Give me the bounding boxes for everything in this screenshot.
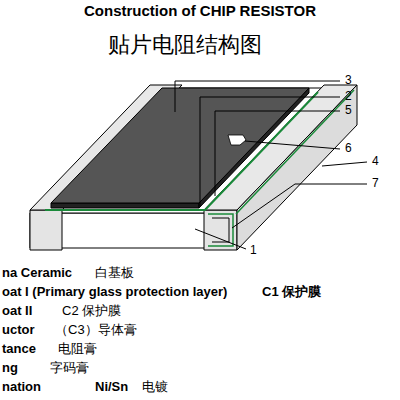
legend-text: 白基板 bbox=[95, 266, 134, 281]
legend-text: Ni/Sn bbox=[95, 380, 128, 395]
leader-line bbox=[322, 162, 367, 166]
legend-text: （C3）导体膏 bbox=[55, 323, 137, 338]
callout-number: 4 bbox=[372, 155, 379, 169]
legend-text: C2 保护膜 bbox=[62, 304, 121, 319]
legend-text: oat II bbox=[2, 304, 32, 319]
leader-line bbox=[200, 97, 340, 206]
legend-text: 电阻膏 bbox=[58, 342, 97, 357]
legend-text: na Ceramic bbox=[2, 266, 72, 281]
leader-line bbox=[195, 229, 246, 249]
left-termination-front bbox=[30, 210, 62, 250]
callout-number: 6 bbox=[345, 142, 352, 156]
legend-text: uctor bbox=[2, 323, 35, 338]
legend-text: tance bbox=[2, 342, 36, 357]
legend-text: C1 保护膜 bbox=[262, 285, 321, 300]
callout-number: 3 bbox=[345, 74, 352, 88]
legend-text: 电镀 bbox=[142, 380, 168, 395]
plating-layer bbox=[212, 218, 229, 242]
leader-line bbox=[215, 111, 340, 196]
title: Construction of CHIP RESISTOR bbox=[84, 2, 316, 19]
callout-number: 5 bbox=[345, 104, 352, 118]
legend-text: nation bbox=[2, 380, 41, 395]
legend-text: 字码膏 bbox=[50, 361, 89, 376]
callout-number: 7 bbox=[372, 177, 379, 191]
leader-line bbox=[245, 141, 340, 149]
callout-number: 1 bbox=[250, 244, 257, 258]
resistor-coat bbox=[51, 88, 309, 203]
subtitle: 贴片电阻结构图 bbox=[108, 32, 262, 57]
coat-edge bbox=[51, 203, 199, 208]
leader-line bbox=[232, 184, 367, 228]
marking bbox=[228, 135, 246, 145]
callout-number: 2 bbox=[345, 90, 352, 104]
plating-layer bbox=[208, 214, 233, 246]
legend-text: ng bbox=[2, 361, 18, 376]
legend-text: oat I (Primary glass protection layer) bbox=[2, 285, 227, 300]
